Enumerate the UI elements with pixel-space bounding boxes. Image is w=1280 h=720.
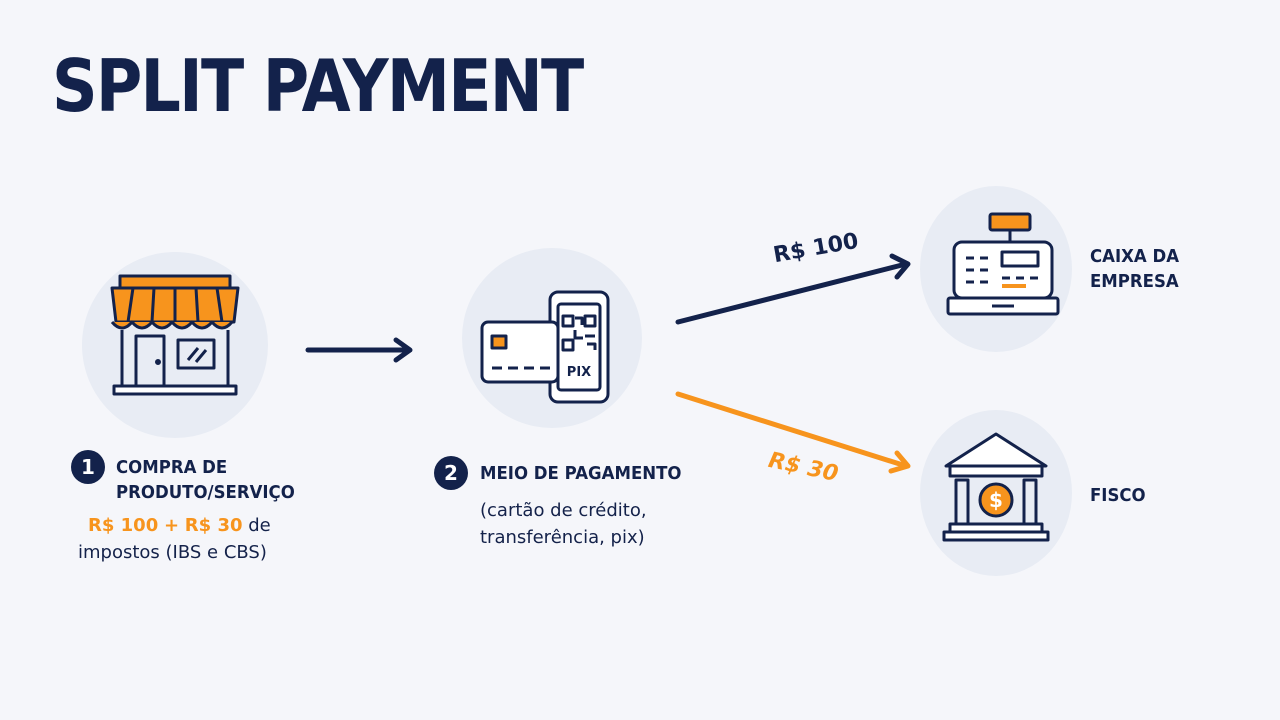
store-circle [82,252,268,438]
dollar-symbol: $ [989,488,1003,512]
card-phone-pix-icon: PIX [480,290,610,404]
step-1-label: COMPRA DE PRODUTO/SERVIÇO [116,455,295,505]
company-label-line1: CAIXA DA [1090,246,1180,267]
step-2-desc-line1: (cartão de crédito, [480,500,647,521]
step-1-badge: 1 [71,450,105,484]
fisco-circle: $ [920,410,1072,576]
step-2-desc: (cartão de crédito, transferência, pix) [480,497,647,551]
arrow-to-fisco [675,391,911,474]
page-title: SPLIT PAYMENT [52,44,584,128]
arrow-store-to-payment [305,337,413,363]
step-1-desc: R$ 100 + R$ 30 de impostos (IBS e CBS) [78,512,318,566]
payment-circle: PIX [462,248,642,428]
company-label: CAIXA DA EMPRESA [1090,244,1179,294]
amount-main: R$ 100 [88,515,159,536]
tax-desc: impostos (IBS e CBS) [78,542,267,563]
step-1-label-line1: COMPRA DE [116,457,228,478]
step-2-desc-line2: transferência, pix) [480,527,645,548]
company-circle [920,186,1072,352]
fisco-label: FISCO [1090,485,1146,506]
cash-register-icon [946,212,1060,316]
company-label-line2: EMPRESA [1090,271,1179,292]
amount-tax: R$ 30 [184,515,243,536]
arrow-to-company [675,253,911,325]
step-2-label: MEIO DE PAGAMENTO [480,463,682,484]
bank-icon: $ [942,432,1050,542]
pix-label: PIX [567,365,591,380]
store-icon [110,274,240,396]
de-word: de [248,515,271,536]
plus-sign: + [163,515,180,536]
dollar-coin-icon [978,482,1014,518]
step-1-label-line2: PRODUTO/SERVIÇO [116,482,295,503]
step-2-badge: 2 [434,456,468,490]
